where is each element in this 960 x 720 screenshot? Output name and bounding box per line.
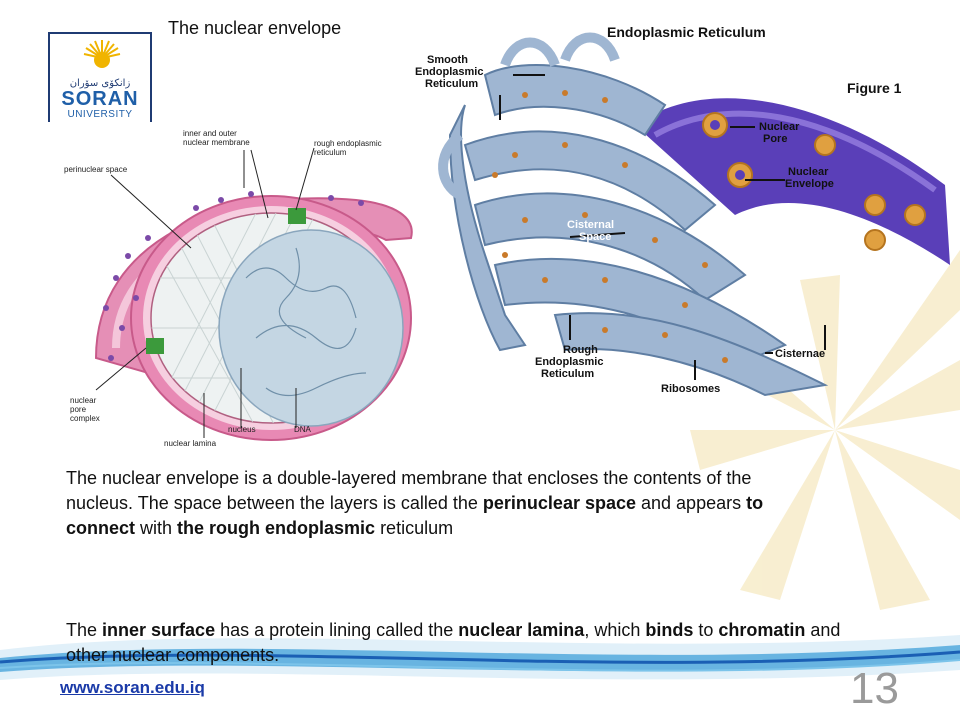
bold-binds: binds [645,620,694,640]
footer-website-link[interactable]: www.soran.edu.iq [60,678,205,697]
er-figure-title: Endoplasmic Reticulum [607,24,766,40]
text-run: with [135,518,178,538]
paragraph-nuclear-envelope: The nuclear envelope is a double-layered… [66,466,806,541]
label-dna: DNA [294,425,312,434]
text-run: The [66,620,103,640]
text-run: , which [584,620,646,640]
label-nucleus: nucleus [228,425,256,434]
bold-chromatin: chromatin [718,620,806,640]
sun-emblem-icon [83,40,121,72]
logo-arabic-text: زانكۆی سۆران [69,78,131,89]
footer-wave-decoration [0,635,960,680]
page-number: 13 [850,664,899,713]
text-run: and other nuclear components. [66,620,841,665]
bold-perinuclear-space: perinuclear space [482,493,637,513]
bold-nuclear-lamina: nuclear lamina [458,620,585,640]
paragraph-nuclear-lamina: The inner surface has a protein lining c… [66,618,856,668]
bold-to-connect: to connect [66,493,764,538]
text-run: has a protein lining called the [215,620,459,640]
label-nuclear-lamina: nuclear lamina [164,439,217,448]
bold-rough-er: the rough endoplasmic [177,518,376,538]
soran-university-logo: زانكۆی سۆران SORAN UNIVERSITY [48,32,152,122]
logo-name: SORAN [61,88,139,110]
label-perinuclear-space: perinuclear space [64,165,128,174]
slide-title: The nuclear envelope [168,18,342,38]
text-run: The nuclear envelope is a double-layered… [66,468,752,513]
text-run: and appears [636,493,747,513]
label-ribosomes: Ribosomes [661,383,720,395]
figure-label: Figure 1 [847,80,902,96]
bold-inner-surface: inner surface [102,620,216,640]
label-cisternae: Cisternae [775,348,825,360]
logo-subtitle: UNIVERSITY [67,109,133,120]
text-run: to [693,620,719,640]
text-run: reticulum [375,518,454,538]
